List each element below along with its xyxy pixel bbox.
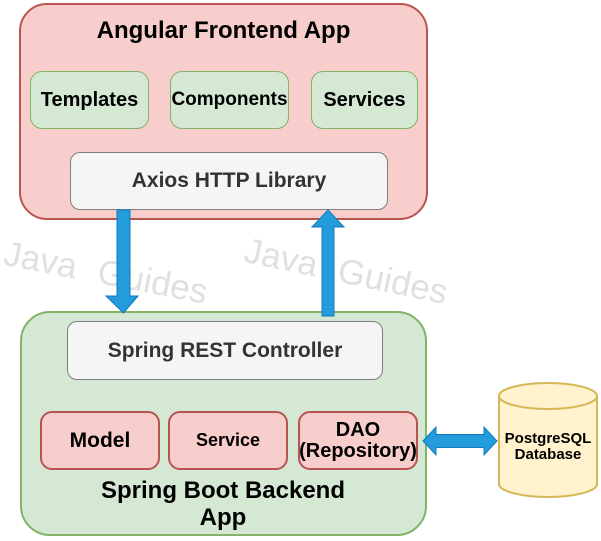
watermark-right: Java Guides	[240, 231, 452, 313]
service-box: Service	[168, 411, 288, 470]
axios-http-library-box: Axios HTTP Library	[70, 152, 388, 210]
frontend-title: Angular Frontend App	[96, 17, 351, 44]
database-label: PostgreSQL Database	[504, 430, 592, 463]
watermark-left: Java Guides	[0, 234, 211, 312]
components-box: Components	[170, 71, 289, 129]
spring-rest-controller-box: Spring REST Controller	[67, 321, 383, 380]
backend-title: Spring Boot Backend App	[100, 477, 346, 531]
model-box: Model	[40, 411, 160, 470]
arrow-dao-database	[422, 425, 498, 457]
services-box: Services	[311, 71, 418, 129]
templates-box: Templates	[30, 71, 149, 129]
database-cylinder-rim	[498, 395, 598, 410]
dao-repository-box: DAO (Repository)	[298, 411, 418, 470]
